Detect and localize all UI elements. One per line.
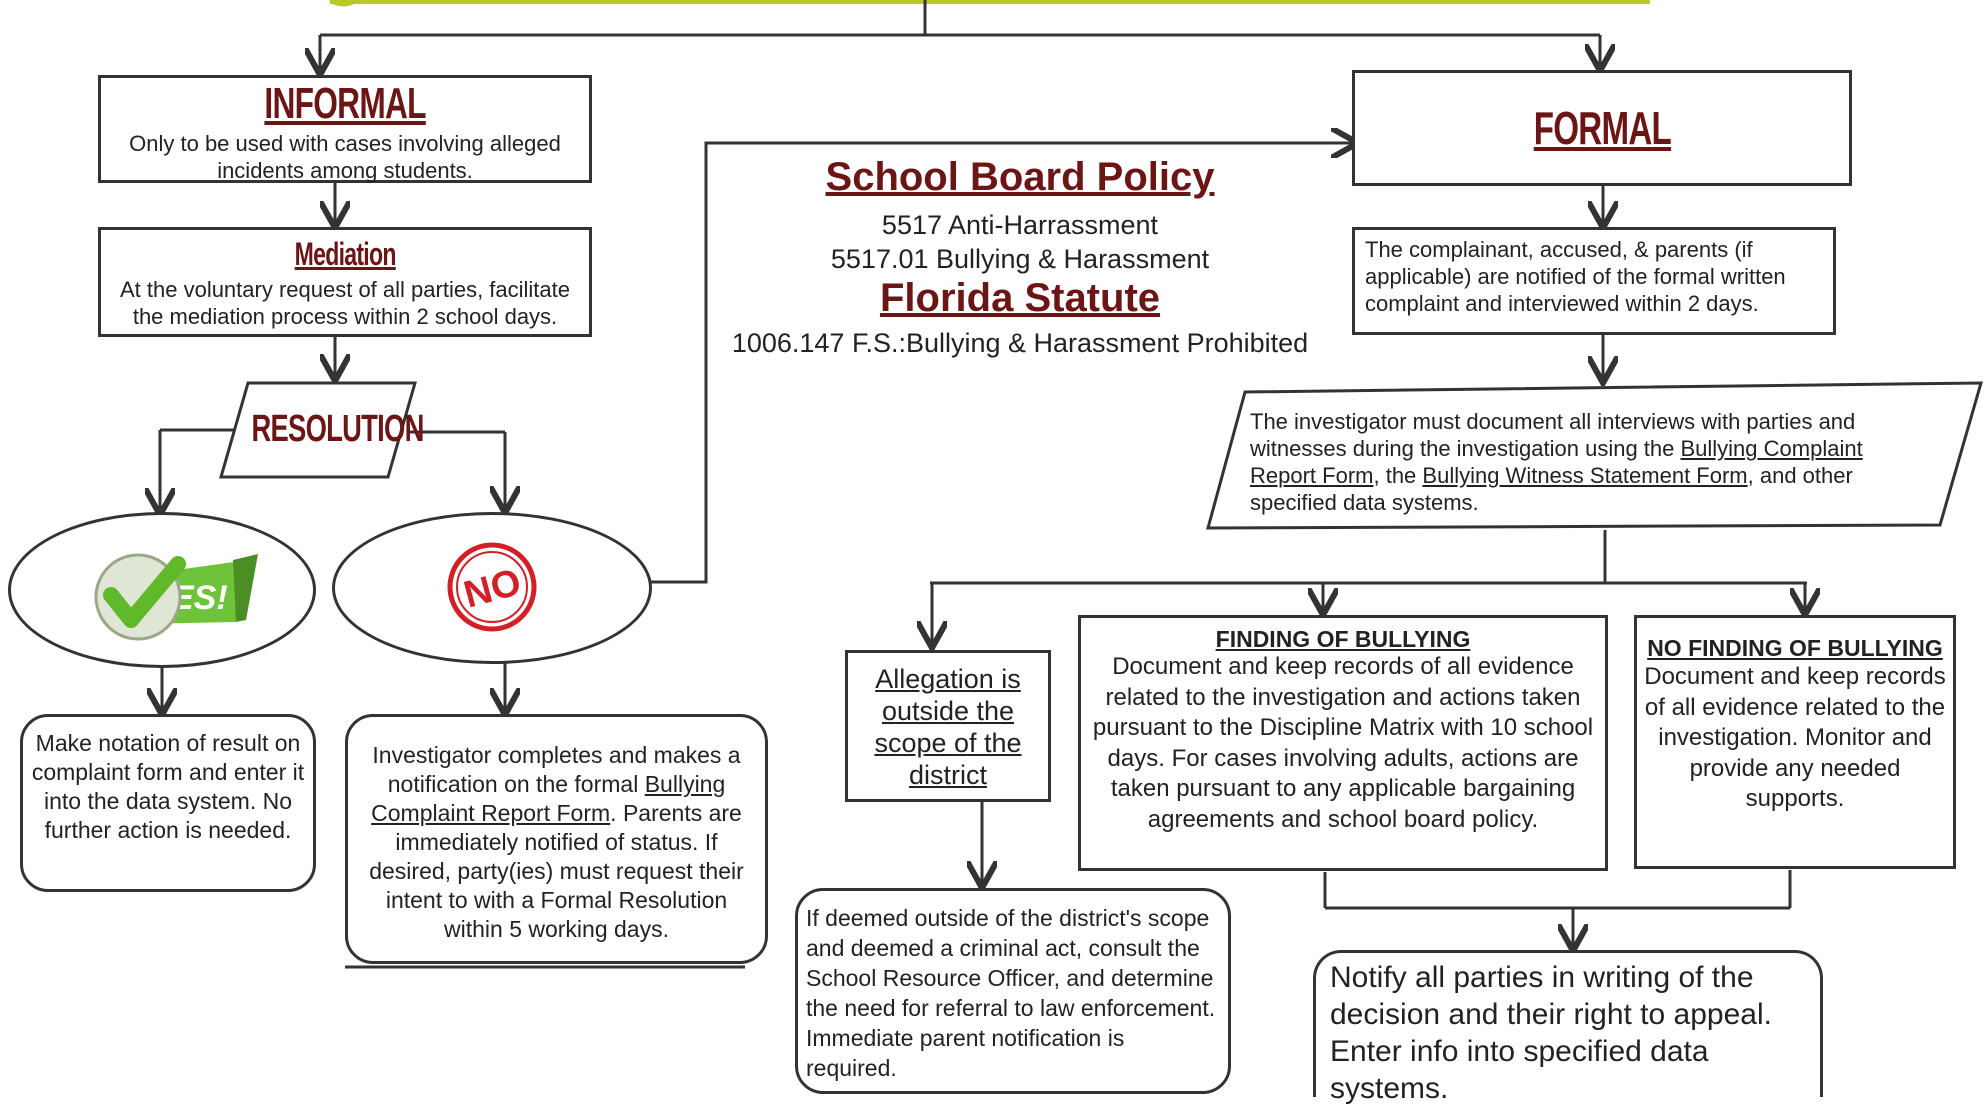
outside-scope-title: Allegation is outside the scope of the d… [874,664,1022,790]
no-finding-box: NO FINDING OF BULLYING Document and keep… [1634,615,1956,869]
finding-text: Document and keep records of all evidenc… [1092,653,1594,833]
policy-line-1: 5517 Anti-Harrassment [881,210,1159,240]
no-finding-text: Document and keep records of all evidenc… [1644,663,1946,812]
yes-outcome-text: Make notation of result on complaint for… [31,730,305,843]
no-outcome-box: Investigator completes and makes a notif… [345,714,768,964]
no-outcome-text: Investigator completes and makes a notif… [369,742,744,942]
resolution-shape: RESOLUTION [218,380,424,480]
formal-title: FORMAL [1533,102,1671,154]
outside-scope-text: If deemed outside of the district's scop… [806,905,1216,1081]
mediation-box: Mediation At the voluntary request of al… [98,227,592,337]
notify-final-text: Notify all parties in writing of the dec… [1330,961,1772,1105]
bullying-complaint-report-link: Bullying Complaint Report Form [371,771,726,826]
policy-title: School Board Policy [825,155,1215,199]
finding-box: FINDING OF BULLYING Document and keep re… [1078,615,1608,871]
notify-final-box: Notify all parties in writing of the dec… [1313,950,1823,1105]
formal-notify-box: The complainant, accused, & parents (if … [1352,227,1836,335]
statute-title: Florida Statute [879,276,1161,320]
yes-outcome-box: Make notation of result on complaint for… [20,714,316,892]
resolution-title: RESOLUTION [251,408,424,450]
no-oval: NO [332,512,652,664]
yes-oval: YES! [8,512,316,668]
formal-notify-text: The complainant, accused, & parents (if … [1365,237,1786,316]
statute-line: 1006.147 F.S.:Bullying & Harassment Proh… [731,328,1309,358]
investigation-shape: The investigator must document all inter… [1205,380,1985,532]
no-finding-title: NO FINDING OF BULLYING [1647,635,1943,661]
informal-title: INFORMAL [264,79,426,128]
investigation-text: The investigator must document all inter… [1250,409,1863,515]
no-stamp-icon: NO [447,542,537,632]
outside-scope-text-box: If deemed outside of the district's scop… [795,888,1231,1094]
finding-title: FINDING OF BULLYING [1215,626,1471,652]
mediation-title: Mediation [294,236,396,272]
outside-scope-box: Allegation is outside the scope of the d… [845,650,1051,802]
formal-box: FORMAL [1352,70,1852,186]
informal-box: INFORMAL Only to be used with cases invo… [98,75,592,183]
bullying-complaint-report-link-2: Bullying Complaint Report Form [1250,436,1863,488]
bullying-witness-statement-link: Bullying Witness Statement Form [1422,463,1748,488]
policy-line-2: 5517.01 Bullying & Harassment [830,244,1210,274]
mediation-text: At the voluntary request of all parties,… [119,277,570,329]
informal-text: Only to be used with cases involving all… [129,131,561,183]
yes-badge-icon: YES! [94,553,258,641]
